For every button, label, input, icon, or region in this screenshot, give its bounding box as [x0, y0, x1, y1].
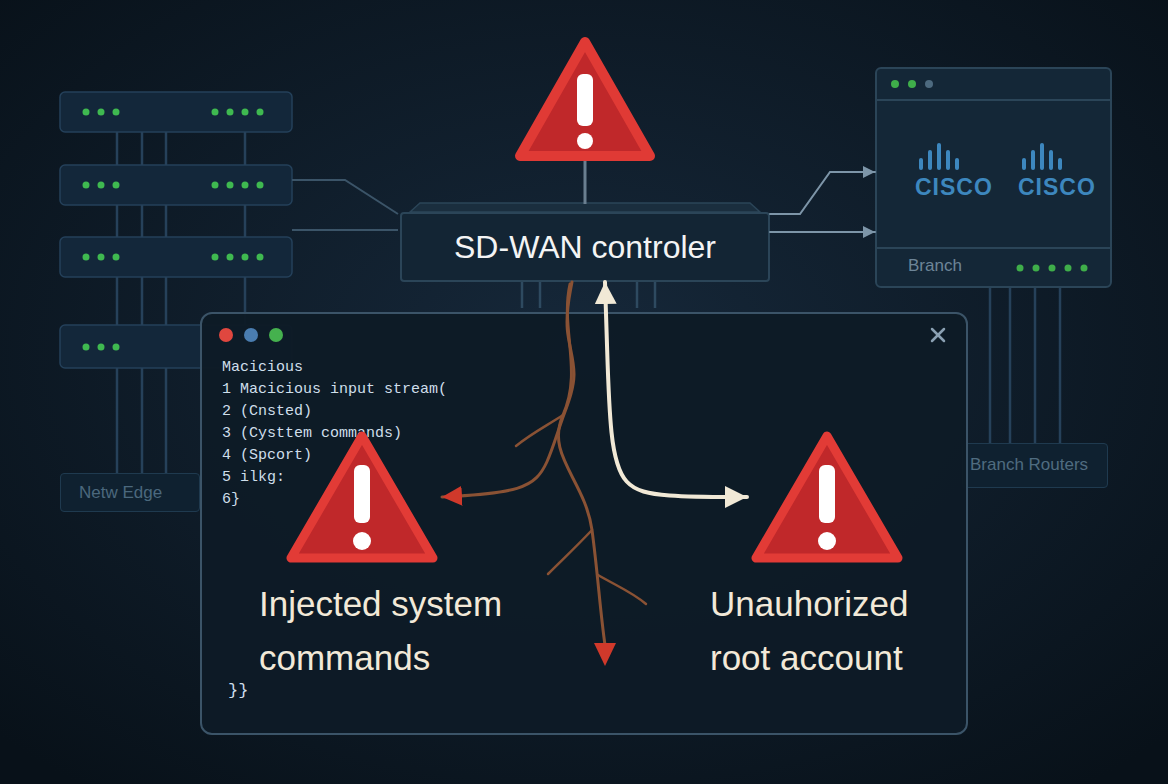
alert-label: Unauhorized root account — [710, 577, 950, 685]
code-line: 1 Macicious input stream( — [222, 381, 447, 399]
status-led — [98, 254, 105, 261]
rack-cable — [244, 205, 247, 237]
controller-ports — [522, 282, 655, 308]
terminal-window: Macicious 1 Macicious input stream( 2 (Cns… — [200, 312, 968, 735]
warning-triangle: Injected system commands — [282, 427, 442, 567]
rack-cable — [141, 368, 144, 473]
rack-cable — [116, 368, 119, 473]
connector-arrow — [770, 172, 875, 214]
controller-lid — [410, 203, 760, 212]
code-line: 6} — [222, 491, 240, 509]
exclamation-bar — [819, 465, 835, 523]
status-led — [113, 254, 120, 261]
status-led — [83, 254, 90, 261]
branch-cables — [990, 288, 1060, 443]
status-led — [113, 344, 120, 351]
port-line — [654, 282, 657, 308]
status-led — [242, 182, 249, 189]
server-unit — [60, 237, 292, 277]
exclamation-bar — [577, 74, 593, 126]
code-line: }} — [228, 682, 248, 700]
router-box: Branch Routers — [962, 443, 1108, 488]
connector-arrow — [770, 231, 875, 233]
code-line: 3 (Cysttem commands) — [222, 425, 402, 443]
exclamation-dot — [353, 532, 371, 550]
status-led — [212, 109, 219, 116]
port-line — [539, 282, 542, 308]
status-led — [98, 182, 105, 189]
status-led — [113, 109, 120, 116]
exclamation-dot — [818, 532, 836, 550]
exclamation-bar — [354, 465, 370, 523]
triangle-outline — [282, 427, 442, 567]
warning-shape — [756, 436, 898, 558]
status-led — [227, 254, 234, 261]
rack-cable — [116, 205, 119, 237]
brand-label: Branch — [908, 256, 962, 276]
uplink-lines — [292, 180, 398, 230]
code-line: 5 ilkg: — [222, 469, 285, 487]
node-label: Branch Routers — [970, 455, 1088, 475]
uplink-line — [292, 229, 398, 231]
rack-cable — [141, 205, 144, 237]
branch-cable — [989, 288, 992, 443]
server-unit — [60, 165, 292, 205]
branch-cable — [1034, 288, 1037, 443]
rack-cable — [141, 277, 144, 325]
warning-stem — [584, 158, 587, 204]
node-title: SD-WAN controler — [402, 214, 768, 280]
edge-box: Netw Edge — [60, 473, 200, 512]
status-led — [83, 182, 90, 189]
exclamation-dot — [577, 133, 593, 149]
status-led — [212, 254, 219, 261]
alert-label: Injected system commands — [259, 577, 559, 685]
rack-cable — [141, 132, 144, 165]
rack-cable — [165, 132, 168, 165]
status-led — [242, 109, 249, 116]
code-line: Macicious — [222, 359, 303, 377]
port-line — [521, 282, 524, 308]
server-unit — [60, 92, 292, 132]
branch-cable — [1009, 288, 1012, 443]
brand-label: CISCO — [915, 174, 993, 201]
node-label: Netw Edge — [79, 483, 162, 503]
rack-cable — [165, 368, 168, 473]
triangle-outline — [747, 427, 907, 567]
rack-cable — [244, 132, 247, 165]
status-led — [257, 254, 264, 261]
status-led — [227, 109, 234, 116]
status-led — [98, 344, 105, 351]
rack-cable — [116, 277, 119, 325]
code-line: 4 (Spcort) — [222, 447, 312, 465]
status-led — [83, 344, 90, 351]
code-line: 2 (Cnsted) — [222, 403, 312, 421]
rack-cable — [165, 205, 168, 237]
status-led — [257, 182, 264, 189]
rack-cable — [165, 277, 168, 325]
status-led — [227, 182, 234, 189]
warning-shape — [291, 436, 433, 558]
status-led — [83, 109, 90, 116]
status-led — [113, 182, 120, 189]
controller-box: SD-WAN controler — [400, 212, 770, 282]
uplink-line — [292, 180, 398, 214]
warning-triangle: Unauhorized root account — [747, 427, 907, 567]
status-led — [242, 254, 249, 261]
status-led — [257, 109, 264, 116]
brand-label: CISCO — [1018, 174, 1096, 201]
status-led — [212, 182, 219, 189]
branch-cable — [1059, 288, 1062, 443]
port-line — [636, 282, 639, 308]
branch-device: CISCO CISCO Branch — [875, 67, 1112, 288]
status-led — [98, 109, 105, 116]
rack-cable — [116, 132, 119, 165]
warning-triangle — [520, 42, 650, 156]
